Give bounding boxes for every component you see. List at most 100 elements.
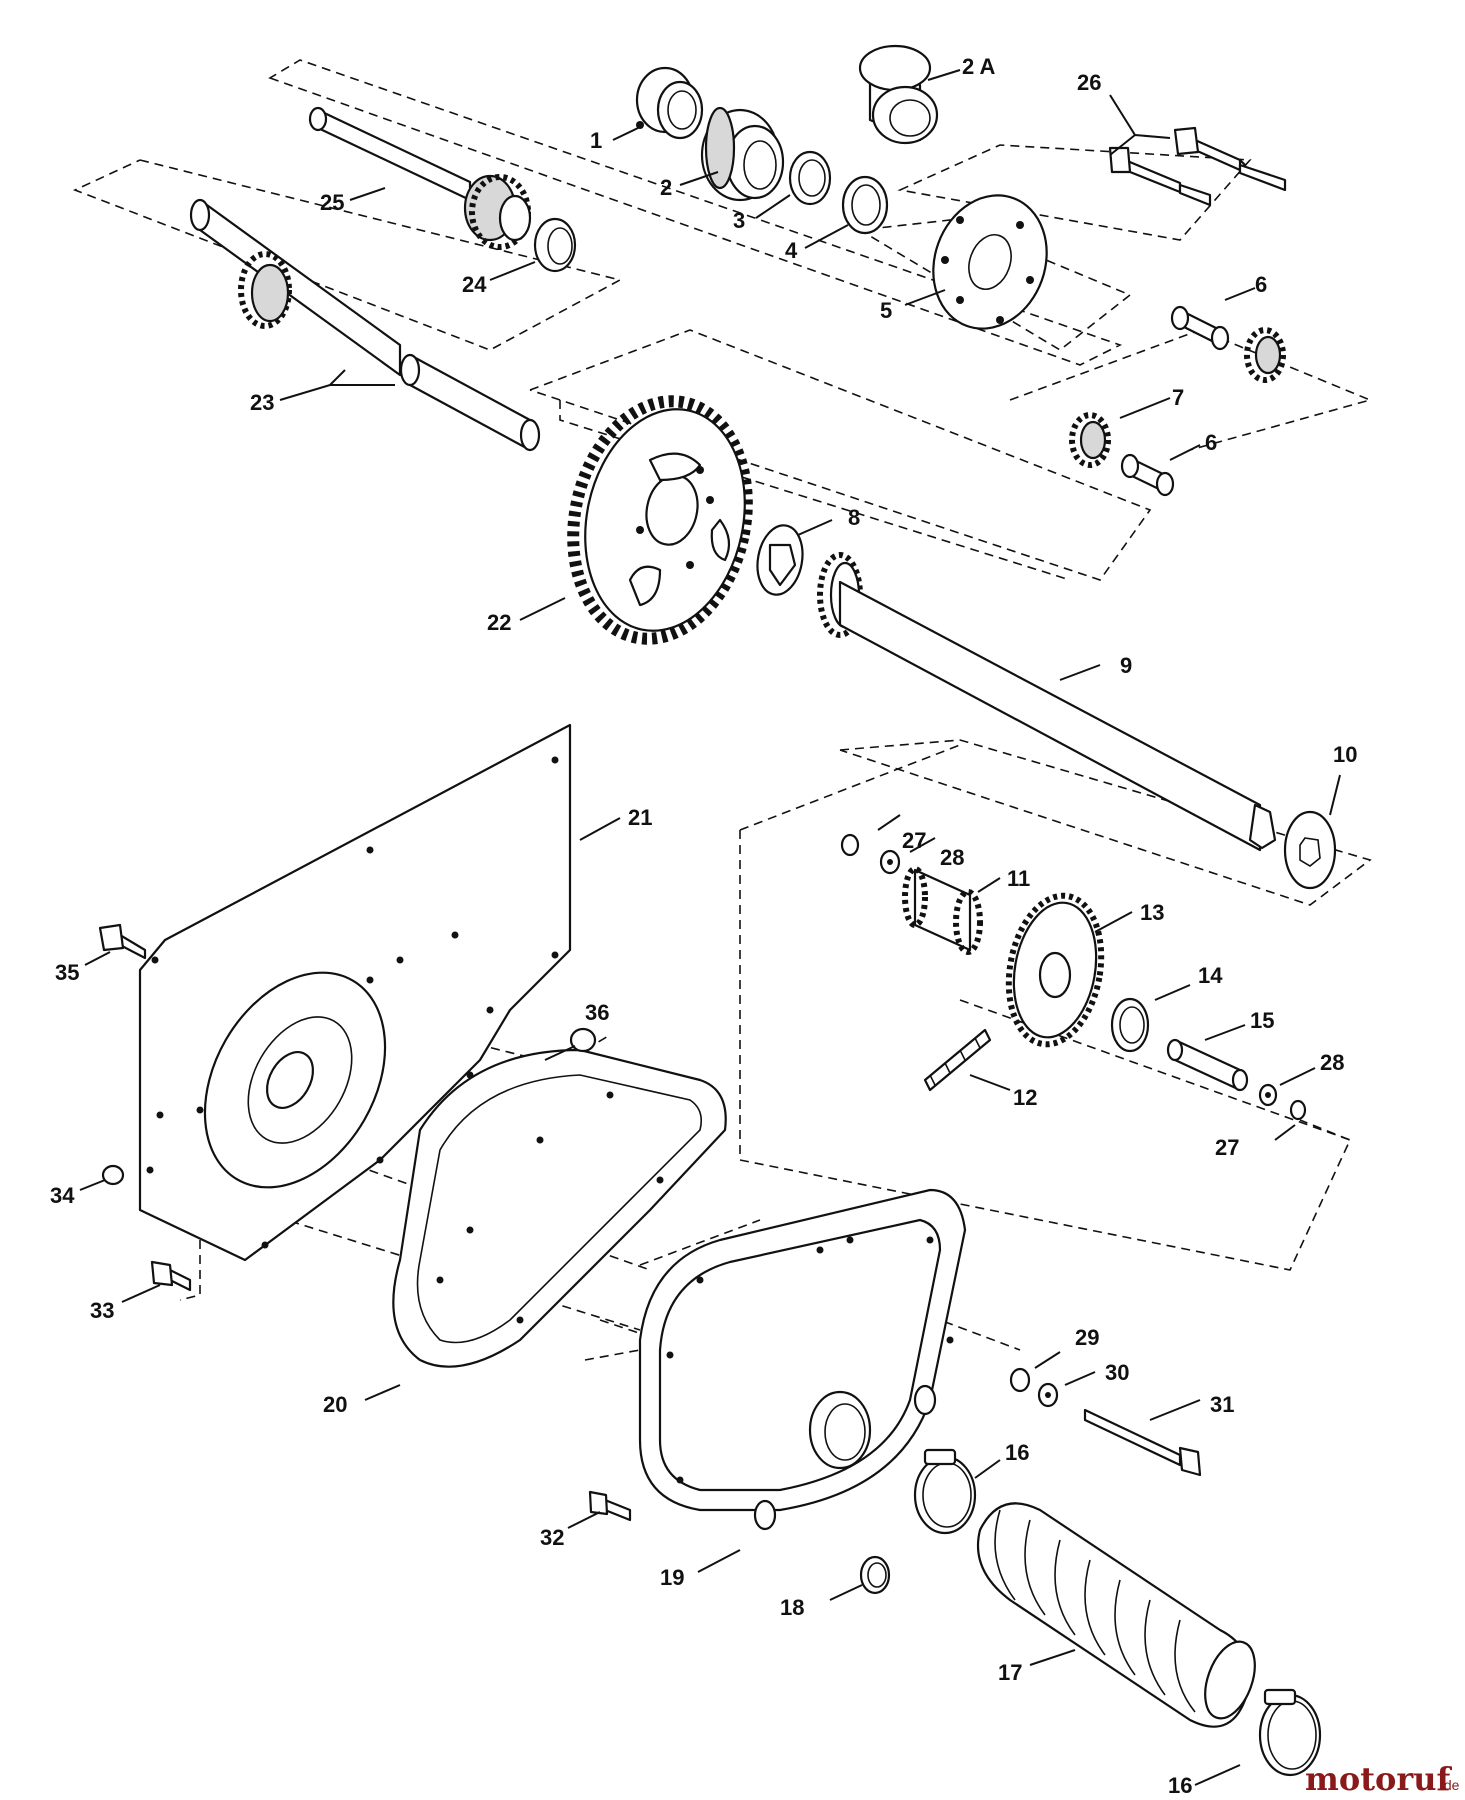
callout-11: 11 — [1007, 866, 1030, 891]
part-33-bolt — [150, 1260, 192, 1292]
callout-1: 1 — [590, 128, 602, 153]
part-4-washer — [841, 175, 889, 235]
callout-labels: 1 2 A 2 3 4 5 26 25 24 23 6 7 6 8 22 9 1… — [50, 54, 1357, 1798]
leader-lines — [79, 69, 1341, 1786]
callout-12: 12 — [1013, 1085, 1037, 1110]
sprocket-right-outline — [959, 999, 1351, 1141]
callout-22: 22 — [487, 610, 511, 635]
part-24-bearing-ring — [533, 217, 577, 273]
part-21-plate — [138, 723, 572, 1262]
part-7-pinion-lower — [1069, 412, 1111, 468]
part-36-nut — [569, 1027, 597, 1053]
part-10-washer — [1283, 810, 1337, 890]
callout-5: 5 — [880, 298, 892, 323]
part-34-nut — [101, 1164, 125, 1186]
callout-8: 8 — [848, 505, 860, 530]
callout-18: 18 — [780, 1595, 804, 1620]
callout-21: 21 — [628, 805, 652, 830]
callout-7: 7 — [1172, 385, 1184, 410]
part-7-pinion-upper — [1244, 327, 1286, 383]
part-18-plug — [859, 1555, 891, 1595]
callout-14: 14 — [1198, 963, 1223, 988]
callout-15: 15 — [1250, 1008, 1274, 1033]
callout-32: 32 — [540, 1525, 564, 1550]
part-28-washer-upper — [879, 849, 901, 875]
part-27-nut-upper — [840, 833, 860, 857]
part-11-gear — [902, 866, 983, 955]
callout-19: 19 — [660, 1565, 684, 1590]
callout-4: 4 — [785, 238, 798, 263]
callout-36: 36 — [585, 1000, 609, 1025]
left-shaft-assembly-outline — [72, 159, 623, 351]
cover-top-dash — [639, 1219, 761, 1266]
nut-dash — [559, 1034, 611, 1066]
part-13-sprocket — [1005, 892, 1105, 1048]
callout-34: 34 — [50, 1183, 75, 1208]
sprocket-lower-outline — [739, 1119, 1352, 1271]
part-32-bolt — [588, 1490, 632, 1522]
part-23-long-shaft — [189, 198, 541, 452]
callout-26: 26 — [1077, 70, 1101, 95]
part-29-lockwasher — [1009, 1367, 1031, 1393]
callout-2a: 2 A — [962, 54, 996, 79]
part-22-large-gear — [567, 395, 753, 645]
plate-assembly-outline — [857, 219, 1132, 351]
part-27-nut-lower — [1289, 1099, 1307, 1121]
part-15-spacer — [1166, 1038, 1249, 1092]
outer-gear-outline — [559, 400, 1071, 581]
callout-27a: 27 — [902, 828, 926, 853]
callout-28a: 28 — [940, 845, 964, 870]
part-20-gasket — [392, 1048, 727, 1368]
part-5-plate — [932, 194, 1048, 330]
callout-16b: 16 — [1168, 1773, 1192, 1798]
watermark-name: motoruf — [1305, 1760, 1452, 1798]
part-8-hub — [756, 524, 804, 596]
part-9-shaft — [817, 552, 1277, 852]
callout-28b: 28 — [1320, 1050, 1344, 1075]
part-2a-bushing — [858, 44, 939, 145]
part-26-bolts — [1108, 126, 1287, 207]
callout-25: 25 — [320, 190, 344, 215]
upper-shaft-assembly-outline — [268, 59, 1123, 366]
part-6-bushing-lower — [1120, 453, 1175, 497]
callout-3: 3 — [733, 208, 745, 233]
callout-16a: 16 — [1005, 1440, 1029, 1465]
axle-assembly-outline — [839, 739, 1372, 906]
pinion-assembly-outline — [1009, 329, 1373, 451]
part-1-collar — [635, 66, 704, 140]
sprocket-assembly-outline — [739, 744, 961, 831]
part-17-bellows-boot — [976, 1502, 1256, 1728]
part-16-clamp-lower — [1258, 1688, 1322, 1777]
motoruf-watermark: motoruf .de — [1305, 1760, 1460, 1798]
part-35-bolt — [98, 923, 147, 960]
part-12-chain — [923, 1028, 992, 1092]
callout-27b: 27 — [1215, 1135, 1239, 1160]
part-30-washer — [1037, 1382, 1059, 1408]
callout-24: 24 — [462, 272, 487, 297]
part-25-upper-shaft — [308, 106, 532, 250]
callout-23: 23 — [250, 390, 274, 415]
callout-10: 10 — [1333, 742, 1357, 767]
callout-6a: 6 — [1255, 272, 1267, 297]
cover-to-washer-dash — [859, 1289, 1021, 1351]
part-16-clamp-upper — [913, 1448, 977, 1535]
callout-20: 20 — [323, 1392, 347, 1417]
part-6-bushing-upper — [1170, 305, 1230, 351]
part-31-bolt — [1083, 1408, 1202, 1477]
callout-31: 31 — [1210, 1392, 1234, 1417]
watermark-suffix: .de — [1440, 1777, 1460, 1793]
callout-2: 2 — [660, 175, 672, 200]
callout-29: 29 — [1075, 1325, 1099, 1350]
bolt-assembly-outline — [897, 144, 1252, 241]
part-19-chaincase-cover — [638, 1188, 967, 1531]
part-3-snap-ring — [788, 150, 832, 206]
part-2-bearing — [700, 106, 785, 202]
callout-30: 30 — [1105, 1360, 1129, 1385]
callout-9: 9 — [1120, 653, 1132, 678]
callout-35: 35 — [55, 960, 79, 985]
part-28-washer-lower — [1258, 1083, 1278, 1107]
callout-13: 13 — [1140, 900, 1164, 925]
callout-33: 33 — [90, 1298, 114, 1323]
gear-assembly-outline — [529, 329, 1152, 581]
